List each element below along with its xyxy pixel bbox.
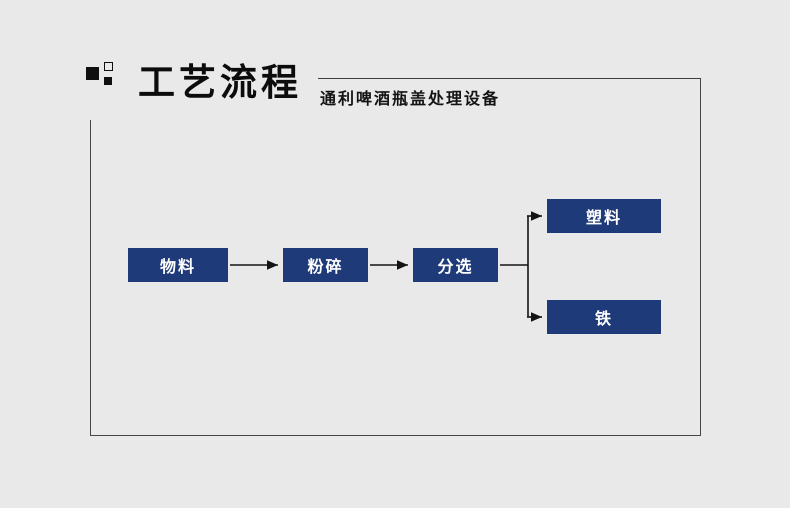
flow-node-plastic: 塑料 [547, 199, 661, 233]
page-subtitle: 通利啤酒瓶盖处理设备 [320, 91, 501, 108]
flow-node-iron: 铁 [547, 300, 661, 334]
logo-squares-icon [86, 62, 116, 90]
logo-square-solid-small [104, 77, 112, 85]
flow-node-sort: 分选 [413, 248, 498, 282]
header-rule [318, 78, 701, 79]
logo-square-outline [104, 62, 113, 71]
flow-node-crush: 粉碎 [283, 248, 368, 282]
logo-square-solid-large [86, 67, 99, 80]
frame-left-line [90, 120, 91, 435]
flow-node-material: 物料 [128, 248, 228, 282]
frame-right-line [700, 78, 701, 436]
page-title: 工艺流程 [138, 62, 302, 103]
frame-bottom-line [90, 435, 701, 436]
